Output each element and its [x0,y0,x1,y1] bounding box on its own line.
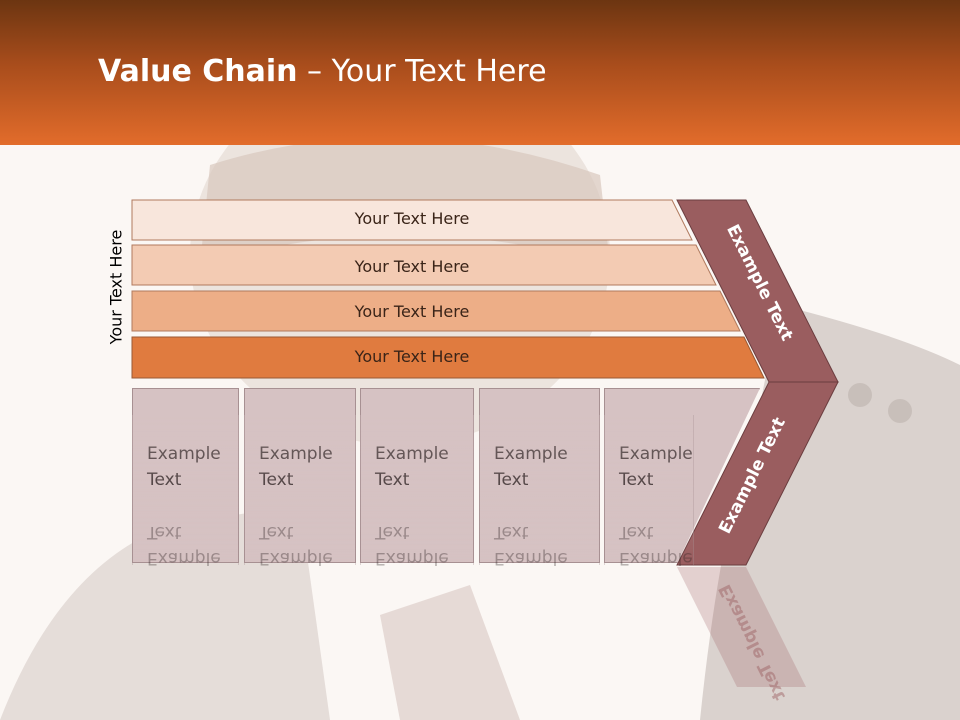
column-3-reflection-line-2: Text [375,522,410,542]
column-4-reflection-line-1: Example [494,548,568,568]
band-label-3: Your Text Here [354,302,470,321]
slide-title-rest: – Your Text Here [297,54,547,89]
band-label-1: Your Text Here [354,209,470,228]
band-label-2: Your Text Here [354,257,470,276]
slide-title: Value Chain – Your Text Here [98,54,547,89]
column-1-line-1: Example [147,441,237,467]
column-5-reflection-text: Example Text [619,519,709,571]
column-1-reflection-text: Example Text [147,519,237,571]
column-5-reflection-line-2: Text [619,522,654,542]
column-3-reflection-line-1: Example [375,548,449,568]
column-4-line-2: Text [494,467,584,493]
column-3-line-1: Example [375,441,465,467]
band-2 [131,244,717,286]
title-bar: Value Chain – Your Text Here [0,0,960,145]
column-4-reflection-line-2: Text [494,522,529,542]
column-2-line-1: Example [259,441,349,467]
column-5-reflection-line-1: Example [619,548,693,568]
column-5-reflection: Example Text [604,415,694,568]
column-3-line-2: Text [375,467,465,493]
slide-title-bold: Value Chain [98,54,298,89]
band-label-4: Your Text Here [354,347,470,366]
column-4-line-1: Example [494,441,584,467]
column-5-line-1: Example [619,441,709,467]
chevron-lower [676,381,839,566]
column-2-reflection-line-2: Text [259,522,294,542]
band-4 [131,336,765,379]
column-5-line-2: Text [619,467,709,493]
column-2-line-2: Text [259,467,349,493]
band-3 [131,290,741,332]
column-3-reflection-text: Example Text [375,519,465,571]
column-4-reflection-text: Example Text [494,519,584,571]
chevron-reflection [677,567,806,687]
column-1-reflection-line-1: Example [147,548,221,568]
column-2-reflection-text: Example Text [259,519,349,571]
column-1-line-2: Text [147,467,237,493]
column-2-reflection-line-1: Example [259,548,333,568]
band-1 [131,199,693,241]
column-1-reflection-line-2: Text [147,522,182,542]
